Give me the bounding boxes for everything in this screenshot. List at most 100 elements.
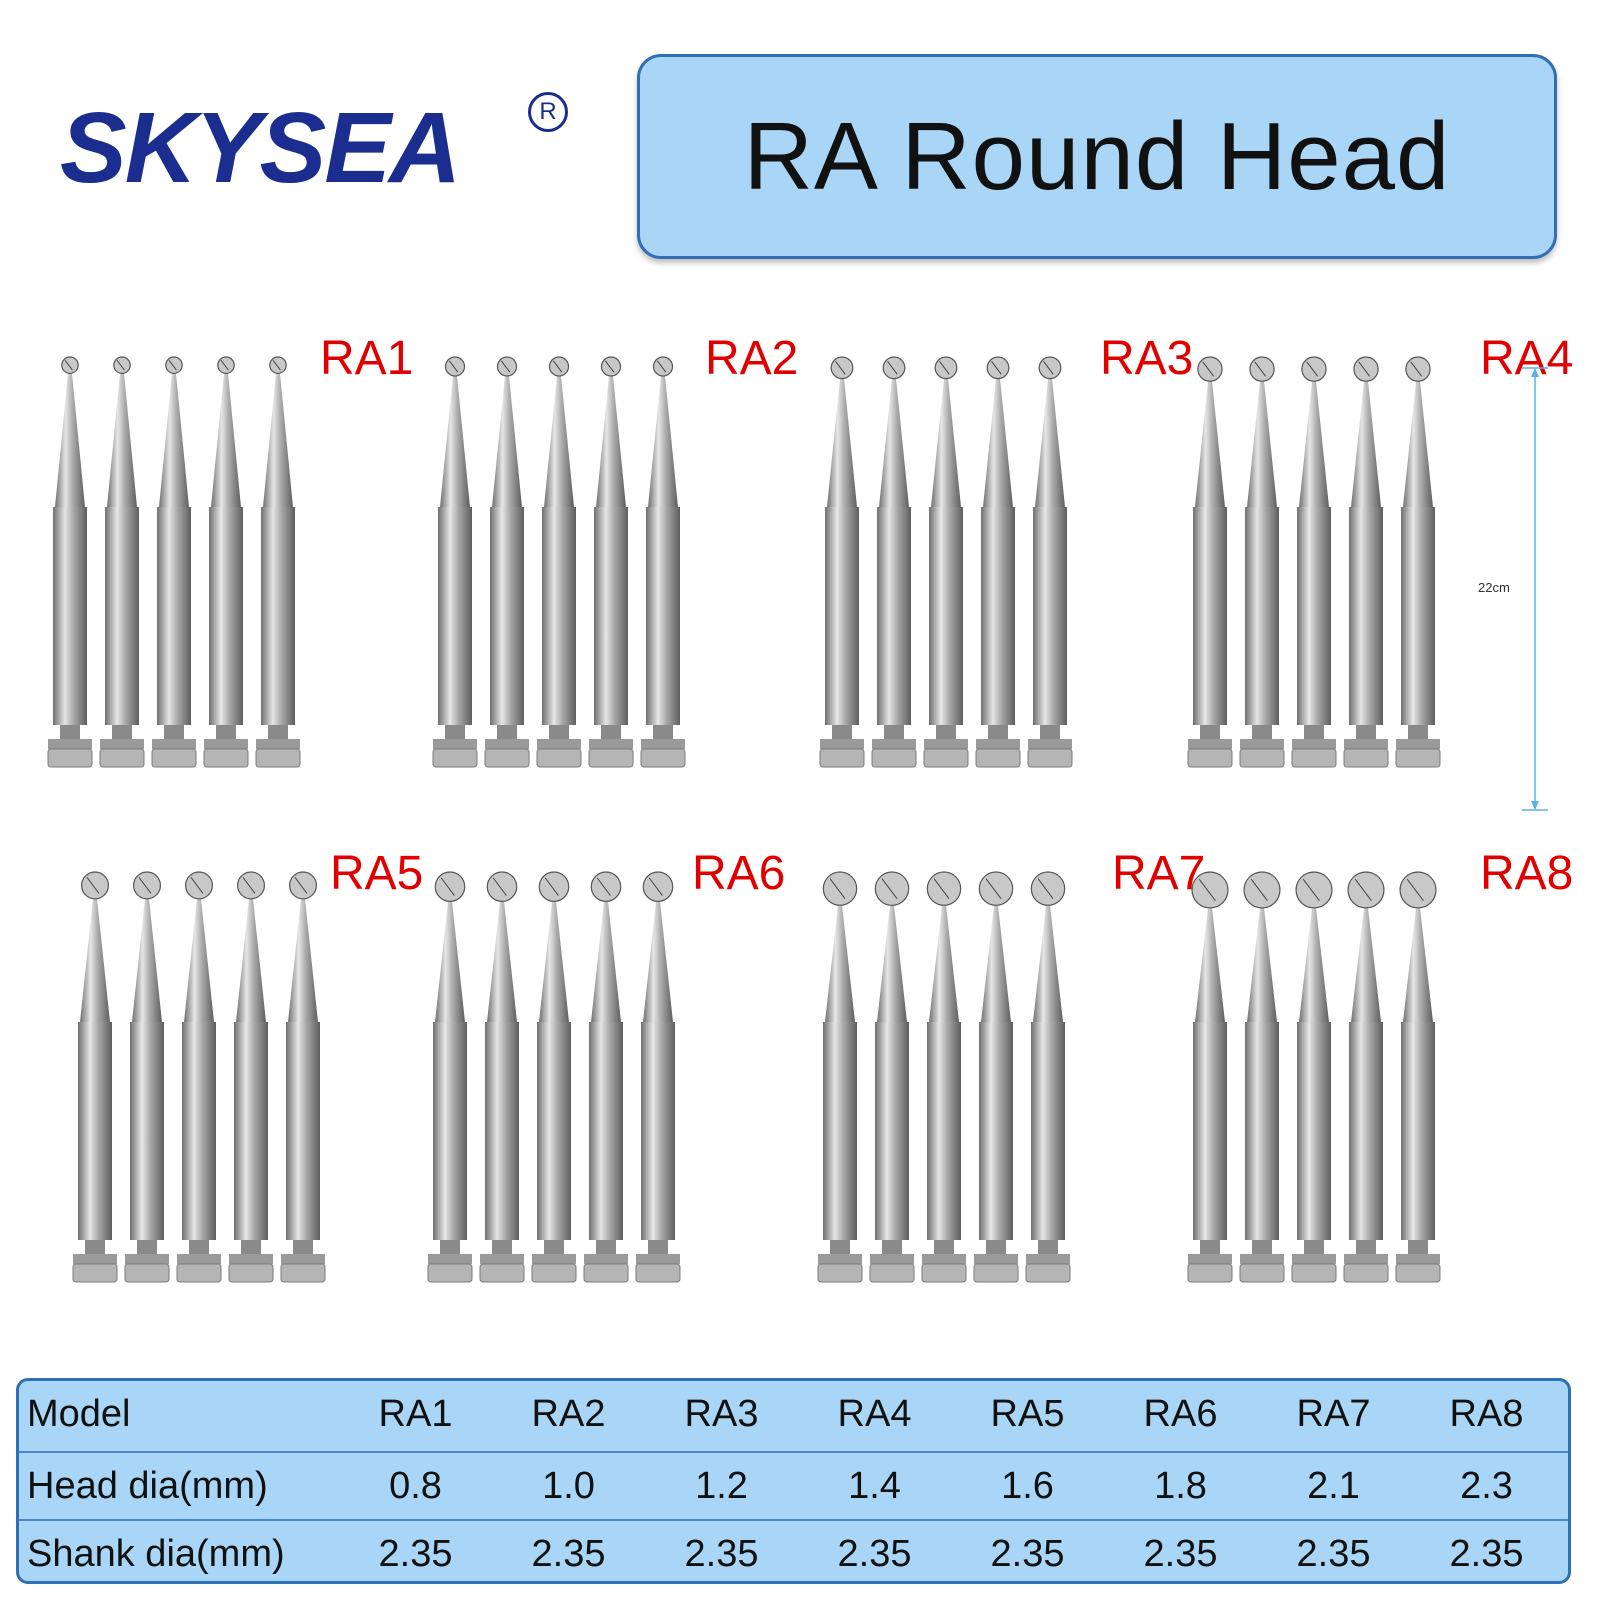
product-group-ra1: RA1	[40, 335, 413, 795]
bur	[124, 871, 170, 1283]
table-cell: 2.35	[378, 1532, 453, 1575]
bur	[975, 356, 1021, 768]
bur	[1343, 356, 1389, 768]
model-label: RA7	[1112, 847, 1206, 900]
bur	[1027, 356, 1073, 768]
model-label: RA8	[1480, 847, 1574, 900]
model-label: RA4	[1480, 332, 1574, 385]
bur	[432, 356, 478, 768]
table-cell: 1.0	[542, 1464, 595, 1507]
table-cell: RA5	[990, 1392, 1065, 1435]
row-header: Head dia(mm)	[27, 1464, 268, 1507]
bur	[427, 871, 473, 1283]
bur	[72, 871, 118, 1283]
bur	[640, 356, 686, 768]
bur	[1239, 356, 1285, 768]
bur	[1187, 871, 1233, 1283]
bur	[1239, 871, 1285, 1283]
bur-set-image	[1187, 356, 1441, 768]
bur	[1291, 871, 1337, 1283]
table-row-head-dia: Head dia(mm) 0.8 1.0 1.2 1.4 1.6 1.8 2.1…	[19, 1451, 1568, 1519]
product-group-ra4: RA4	[1180, 335, 1573, 795]
bur	[47, 356, 93, 768]
product-group-ra8: RA8	[1180, 850, 1573, 1310]
bur	[588, 356, 634, 768]
table-cell: 1.2	[695, 1464, 748, 1507]
bur	[871, 356, 917, 768]
bur-set-image	[819, 356, 1073, 768]
bur	[99, 356, 145, 768]
bur-set-image	[817, 871, 1071, 1283]
bur	[203, 356, 249, 768]
bur	[817, 871, 863, 1283]
table-cell: 2.35	[990, 1532, 1065, 1575]
table-cell: 2.35	[1296, 1532, 1371, 1575]
table-cell: RA8	[1449, 1392, 1524, 1435]
bur-set-image	[432, 356, 686, 768]
bur	[1343, 871, 1389, 1283]
bur	[973, 871, 1019, 1283]
bur	[819, 356, 865, 768]
model-label: RA1	[320, 332, 414, 385]
table-cell: RA1	[378, 1392, 453, 1435]
product-group-ra2: RA2	[425, 335, 798, 795]
table-cell: 2.35	[684, 1532, 759, 1575]
model-label: RA5	[330, 847, 424, 900]
table-cell: RA6	[1143, 1392, 1218, 1435]
bur	[1025, 871, 1071, 1283]
bur-set-image	[427, 871, 681, 1283]
table-cell: RA2	[531, 1392, 606, 1435]
spec-table: Model RA1 RA2 RA3 RA4 RA5 RA6 RA7 RA8 He…	[16, 1378, 1571, 1584]
model-label: RA6	[692, 847, 786, 900]
bur	[1395, 871, 1441, 1283]
bur	[635, 871, 681, 1283]
bur	[921, 871, 967, 1283]
product-group-ra3: RA3	[812, 335, 1193, 795]
table-row-shank-dia: Shank dia(mm) 2.35 2.35 2.35 2.35 2.35 2…	[19, 1519, 1568, 1581]
table-cell: 1.4	[848, 1464, 901, 1507]
length-dimension-line	[1522, 367, 1548, 811]
brand-logo: SKYSEA R	[60, 92, 568, 198]
table-cell: 0.8	[389, 1464, 442, 1507]
table-cell: RA3	[684, 1392, 759, 1435]
bur	[583, 871, 629, 1283]
bur-set-image	[72, 871, 326, 1283]
page-title: RA Round Head	[743, 102, 1451, 210]
table-cell: 1.6	[1001, 1464, 1054, 1507]
product-group-ra5: RA5	[65, 850, 425, 1310]
bur	[923, 356, 969, 768]
bur	[536, 356, 582, 768]
table-row-model: Model RA1 RA2 RA3 RA4 RA5 RA6 RA7 RA8	[19, 1381, 1568, 1447]
table-cell: 2.35	[837, 1532, 912, 1575]
bur	[1291, 356, 1337, 768]
bur	[484, 356, 530, 768]
bur	[280, 871, 326, 1283]
product-group-ra6: RA6	[420, 850, 785, 1310]
table-cell: 2.35	[1449, 1532, 1524, 1575]
table-cell: 2.35	[1143, 1532, 1218, 1575]
bur	[479, 871, 525, 1283]
bur	[151, 356, 197, 768]
brand-name: SKYSEA	[60, 92, 461, 204]
table-cell: 2.35	[531, 1532, 606, 1575]
table-cell: RA7	[1296, 1392, 1371, 1435]
product-group-ra7: RA7	[810, 850, 1205, 1310]
bur	[1395, 356, 1441, 768]
title-banner: RA Round Head	[637, 54, 1557, 259]
table-cell: RA4	[837, 1392, 912, 1435]
bur-set-image	[47, 356, 301, 768]
row-header: Model	[27, 1392, 131, 1435]
bur	[255, 356, 301, 768]
bur	[531, 871, 577, 1283]
bur	[176, 871, 222, 1283]
length-label: 22cm	[1478, 580, 1510, 595]
row-header: Shank dia(mm)	[27, 1532, 285, 1575]
bur	[1187, 356, 1233, 768]
table-cell: 2.1	[1307, 1464, 1360, 1507]
table-cell: 2.3	[1460, 1464, 1513, 1507]
registered-mark: R	[528, 92, 568, 132]
table-cell: 1.8	[1154, 1464, 1207, 1507]
bur	[869, 871, 915, 1283]
bur-set-image	[1187, 871, 1441, 1283]
model-label: RA3	[1100, 332, 1194, 385]
